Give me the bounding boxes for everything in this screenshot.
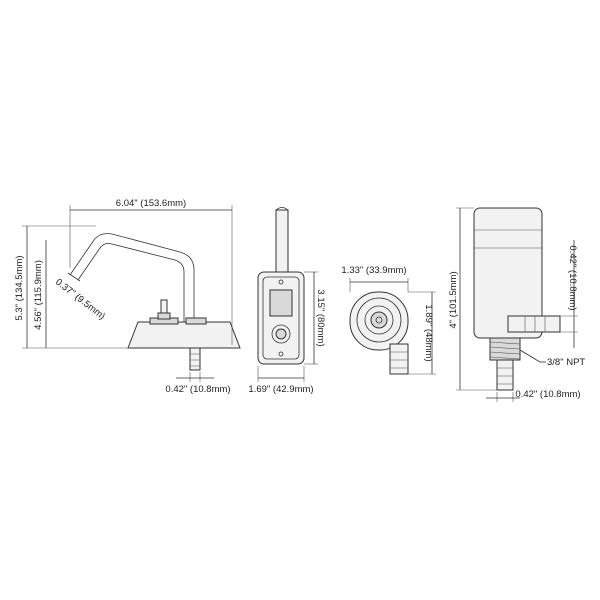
faucet-spout-outer [69,233,195,322]
pump-top-depth-label: 1.89" (48mm) [423,304,434,361]
faucet-barb-ribs [190,353,200,367]
pump-top-center [375,316,383,324]
switch-screw-bottom [278,351,284,357]
faucet-spout-inner [77,243,185,322]
switch-tube [275,209,289,273]
pump-thread-leader [519,349,541,363]
pump-bottom-barb-label: 0.42" (10.8mm) [515,389,580,400]
pump-top-width-label: 1.33" (33.9mm) [341,265,406,276]
pump-outlet-barb [507,315,561,333]
faucet-spout-height-label: 4.56" (115.9mm) [33,260,44,330]
pump-top-ring [356,297,402,343]
pump-bottom-barb [496,359,514,391]
switch-screw-top [278,279,284,285]
pump-top-inner-ring [364,305,394,335]
pump-top-impeller [370,311,388,329]
switch-panel-bezel [262,276,300,360]
switch-tube-top [275,207,289,211]
switch-view: 3.15" (80mm) 1.69" (42.9mm) [248,207,326,395]
pump-top-view: 1.33" (33.9mm) 1.89" (48mm) [341,265,436,375]
pump-bottom-barb-ribs [497,367,513,385]
pump-height-label: 4" (101.5mm) [448,271,459,328]
pump-top-outlet-ribs [390,351,408,369]
faucet-total-height-label: 5.3" (134.5mm) [14,255,25,320]
pump-thread-label: 3/8" NPT [547,357,585,368]
faucet-hose-barb [189,347,201,371]
faucet-base [127,321,241,349]
faucet-width-label: 6.04" (153.6mm) [116,198,186,209]
switch-height-label: 3.15" (80mm) [315,289,326,346]
pump-thread-lines [489,341,521,360]
switch-panel [257,271,305,365]
pump-side-view: 4" (101.5mm) 0.42" (10.8mm) 3/8" NPT 0.4… [448,207,585,402]
faucet-mount-plate [185,317,207,325]
faucet-barb-label: 0.42" (10.8mm) [165,384,230,395]
pump-outlet-barb-label: 0.42" (10.8mm) [567,245,578,310]
switch-button [275,328,287,340]
switch-button-ring [271,324,291,344]
faucet-toggle-collar [157,312,171,320]
pump-top-outlet [389,343,409,375]
pump-outlet-ribs [524,316,546,332]
faucet-spout-tip [67,272,81,282]
switch-width-label: 1.69" (42.9mm) [248,384,313,395]
spout-diameter-label: 0.37" (9.5mm) [53,277,107,323]
switch-window [269,289,293,317]
faucet-view: 6.04" (153.6mm) 5.3" (134.5mm) 4.56" (11… [14,198,241,395]
